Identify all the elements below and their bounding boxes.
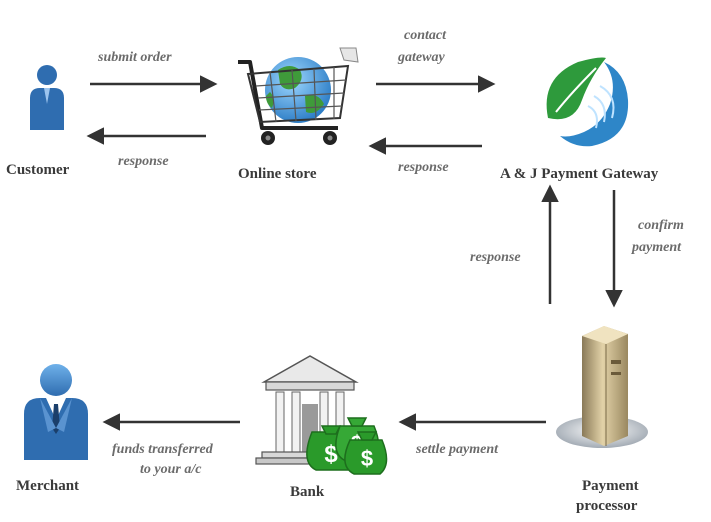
edge-label-settle-payment: settle payment	[416, 442, 499, 457]
businessman-icon	[24, 364, 88, 460]
money-bags-icon: $ $ $	[306, 417, 388, 475]
node-label-processor-line1: Payment	[582, 478, 639, 494]
edge-label-response-store: response	[398, 160, 449, 175]
shopping-cart-globe-icon	[238, 47, 359, 145]
svg-text:$: $	[324, 441, 338, 468]
edge-label-response-gateway: response	[470, 250, 521, 265]
edge-label-contact-gateway-line1: contact	[404, 28, 446, 43]
edge-label-response-customer: response	[118, 154, 169, 169]
node-label-customer: Customer	[6, 162, 70, 178]
node-label-gateway: A & J Payment Gateway	[500, 166, 659, 182]
node-label-online-store: Online store	[238, 166, 317, 182]
node-label-processor-line2: processor	[576, 498, 638, 514]
person-icon	[30, 65, 64, 130]
edge-label-confirm-payment-line2: payment	[632, 240, 681, 255]
edge-label-funds-line2: to your a/c	[140, 462, 202, 477]
server-tower-icon	[556, 326, 648, 448]
node-label-bank: Bank	[290, 484, 325, 500]
edge-label-confirm-payment-line1: confirm	[638, 218, 684, 233]
node-label-merchant: Merchant	[16, 478, 80, 494]
edge-label-contact-gateway-line2: gateway	[398, 50, 445, 65]
edge-label-funds-line1: funds transferred	[112, 442, 213, 457]
edge-label-submit-order: submit order	[98, 50, 172, 65]
svg-text:$: $	[361, 446, 373, 471]
leaf-wave-logo-icon	[544, 57, 629, 147]
